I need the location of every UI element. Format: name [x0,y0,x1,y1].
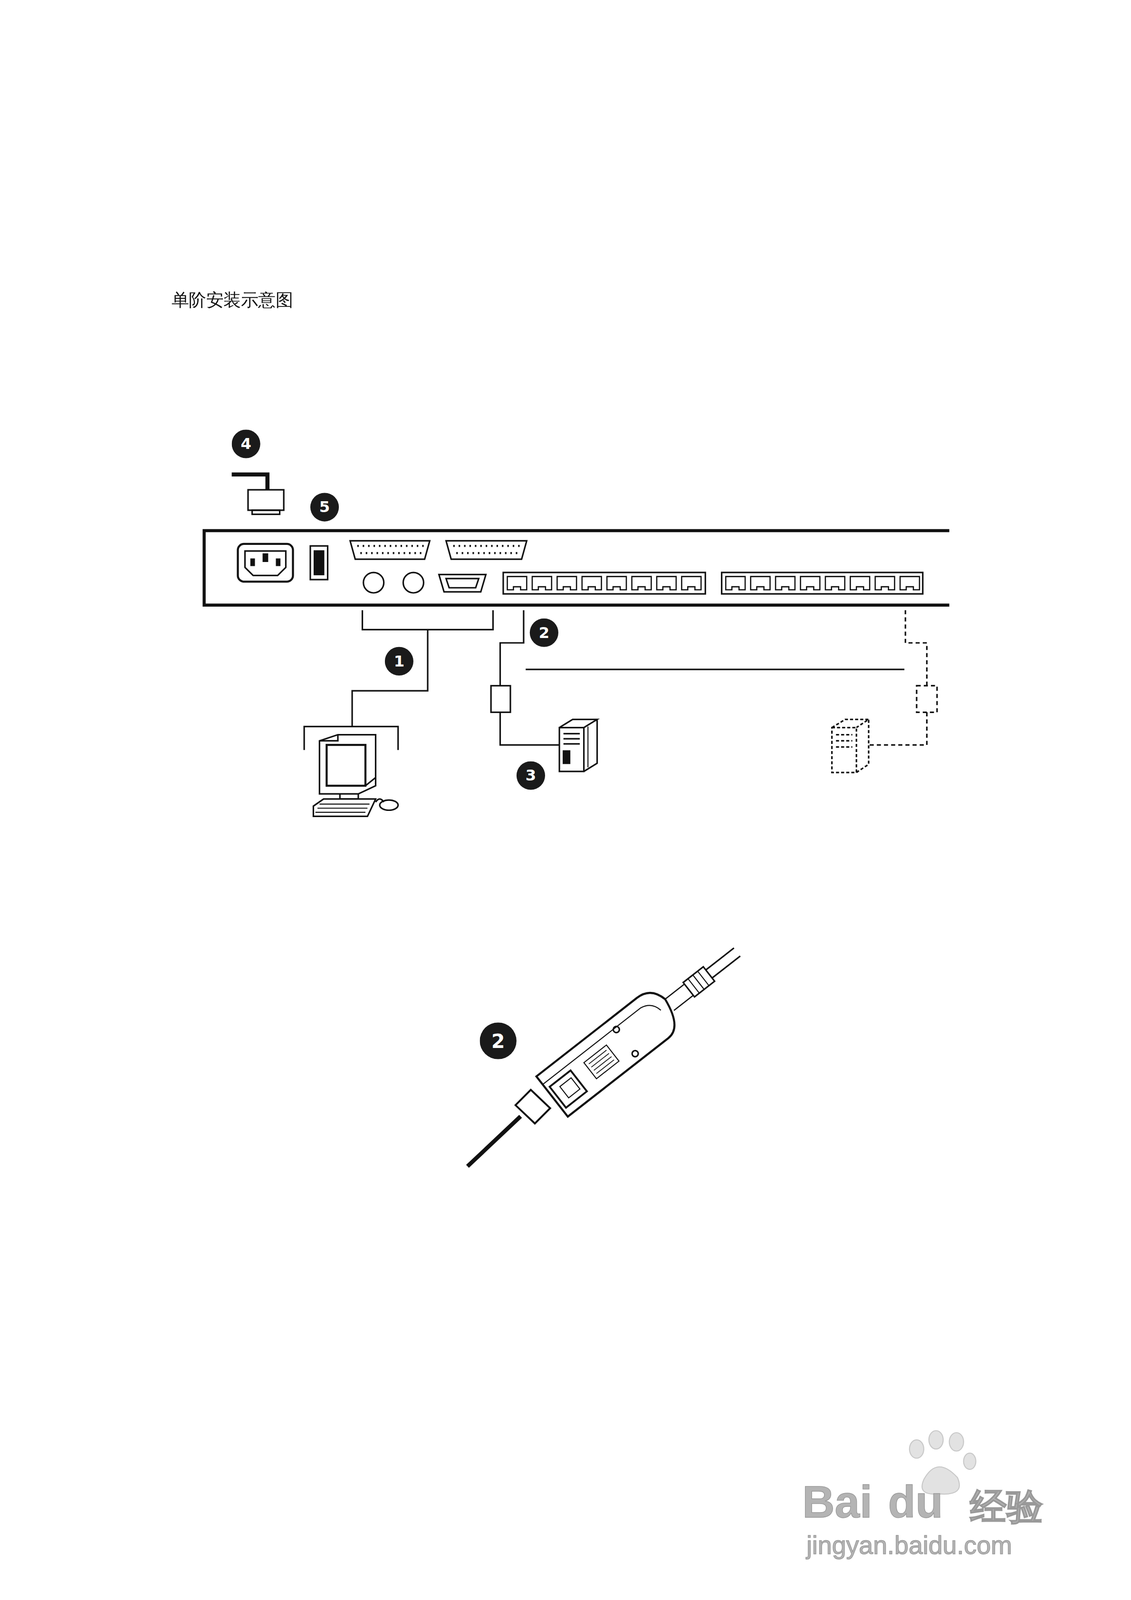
callout-text: 4 [240,436,251,452]
callout-number: 2 [529,618,559,648]
callout-text: 5 [319,499,330,515]
callout-number: 5 [310,492,339,522]
watermark-url: jingyan.baidu.com [806,1531,1013,1561]
callout-number: 3 [516,761,546,790]
watermark-logo: 经验 [969,1483,1044,1534]
callout-text: 3 [525,767,537,784]
callout-text: 2 [491,1031,505,1052]
callout-number: 2 [479,1022,517,1060]
callout-number: 4 [231,429,261,459]
callout-text: 2 [538,625,550,641]
diagram-caption: 单阶安装示意图 [171,288,294,313]
callout-number: 1 [384,647,414,676]
watermark-logo: du [888,1476,943,1528]
callout-text: 1 [393,653,405,670]
watermark-logo: Bai [802,1476,873,1528]
